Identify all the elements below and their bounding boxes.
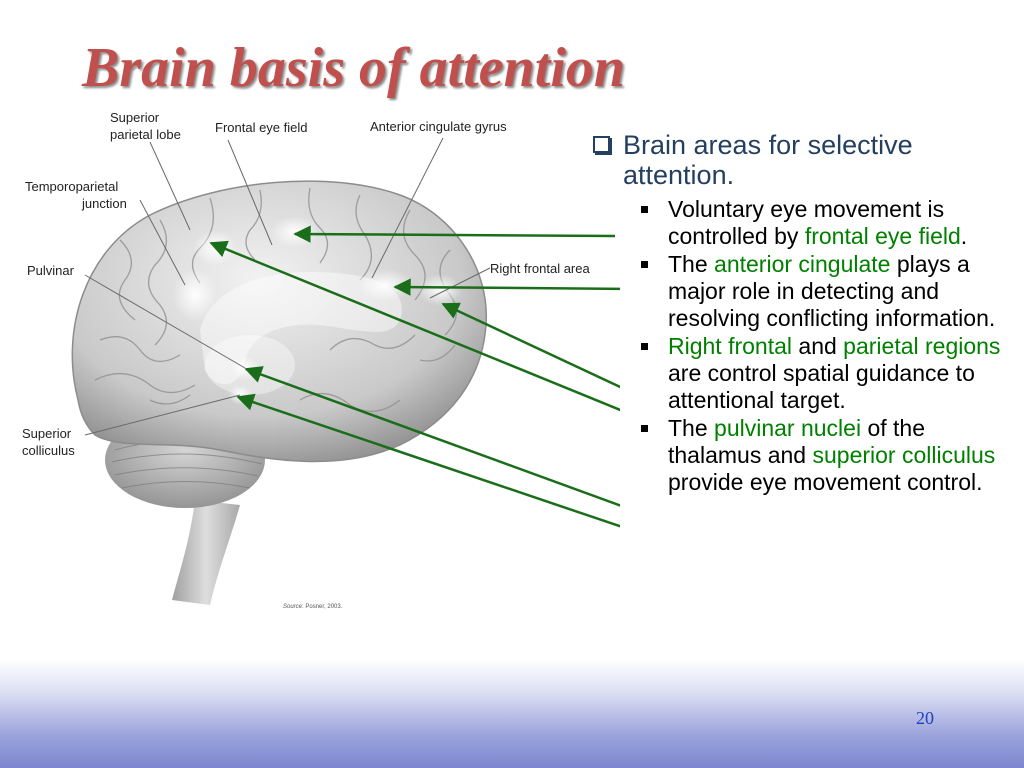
arrow-frontal-eye-field [293, 225, 616, 243]
label-temporoparietal-line1: Temporoparietal [25, 179, 119, 194]
square-bullet-icon [641, 206, 648, 213]
main-bullet: Brain areas for selective attention. [593, 130, 1013, 190]
slide-title: Brain basis of attention [82, 37, 626, 99]
brain-figure: Superior parietal lobe Frontal eye field… [0, 100, 641, 620]
label-superior-colliculus-line1: Superior [22, 426, 72, 441]
brain-stem-shape [172, 500, 240, 605]
leader-anterior-cingulate [371, 137, 444, 279]
label-right-frontal-area: Right frontal area [490, 261, 590, 276]
checkbox-bullet-icon [593, 136, 610, 153]
label-frontal-eye-field: Frontal eye field [215, 120, 308, 135]
sub3-highlight-c: parietal regions [843, 333, 1001, 359]
sub2-text-c: plays a major role in detecting and reso… [668, 251, 996, 331]
sub2-text-a: The [668, 251, 715, 277]
label-temporoparietal-line2: junction [82, 196, 127, 211]
label-anterior-cingulate-gyrus: Anterior cingulate gyrus [370, 119, 507, 134]
label-superior-colliculus-line2: colliculus [22, 443, 75, 458]
glow-frontal-eye-field [271, 216, 319, 248]
bullet-list: Brain areas for selective attention. Vol… [593, 130, 1013, 497]
sub4-text-a: The [668, 415, 715, 441]
glow-anterior-cingulate [357, 269, 413, 301]
label-temporoparietal-junction: Temporoparietal junction [25, 178, 127, 212]
square-bullet-icon [641, 261, 648, 268]
square-bullet-icon [641, 343, 648, 350]
main-bullet-text: Brain areas for selective attention. [623, 130, 913, 190]
leader-frontal-eye-field [227, 139, 273, 246]
arrow-anterior-cingulate [393, 278, 641, 296]
label-superior-parietal-line1: Superior [110, 110, 160, 125]
arrow-superior-colliculus [236, 393, 641, 535]
label-superior-colliculus: Superior colliculus [22, 425, 75, 459]
sub4-highlight-d: superior colliculus [812, 442, 996, 468]
label-superior-parietal-lobe: Superior parietal lobe [110, 109, 181, 143]
leader-pulvinar [84, 274, 246, 369]
arrow-pulvinar [244, 366, 639, 514]
sub4-highlight-b: pulvinar nuclei [714, 415, 862, 441]
figure-source: Source: Posner, 2003. [283, 604, 342, 610]
sub1-text-c: . [960, 223, 968, 249]
sub2-highlight: anterior cingulate [714, 251, 891, 277]
glow-right-frontal [418, 274, 462, 306]
sub3-text-d: are control spatial guidance to attentio… [668, 360, 975, 413]
sub1-highlight: frontal eye field [804, 223, 961, 249]
label-pulvinar: Pulvinar [27, 263, 74, 278]
source-text: : Posner, 2003. [302, 604, 343, 610]
page-number: 20 [916, 708, 934, 728]
arrow-parietal [209, 240, 641, 420]
sub1-text-a: Voluntary eye movement is controlled by [668, 196, 945, 249]
square-bullet-icon [641, 425, 648, 432]
sub3-highlight-a: Right frontal [668, 333, 793, 359]
leader-temporoparietal [139, 199, 186, 286]
sub4-text-e: provide eye movement control. [668, 469, 983, 495]
brain-illustration [71, 137, 641, 605]
glow-superior-parietal [193, 230, 237, 266]
sub-bullet-3: Right frontal and parietal regions are c… [593, 333, 1013, 414]
sub-bullet-4: The pulvinar nuclei of the thalamus and … [593, 415, 1013, 496]
label-superior-parietal-line2: parietal lobe [110, 127, 181, 142]
sub4-text-c: of the thalamus and [668, 415, 925, 468]
leader-superior-colliculus [84, 394, 241, 436]
footer-gradient-band [0, 660, 1024, 768]
sub3-text-b: and [792, 333, 844, 359]
glow-temporoparietal [173, 269, 217, 321]
sub-bullet-2: The anterior cingulate plays a major rol… [593, 251, 1013, 332]
leader-right-frontal [429, 267, 491, 299]
sub-bullet-list: Voluntary eye movement is controlled by … [593, 196, 1013, 496]
leader-superior-parietal [149, 141, 191, 231]
sub-bullet-1: Voluntary eye movement is controlled by … [593, 196, 1013, 250]
arrow-right-frontal [441, 302, 634, 395]
source-label: Source [283, 604, 303, 610]
